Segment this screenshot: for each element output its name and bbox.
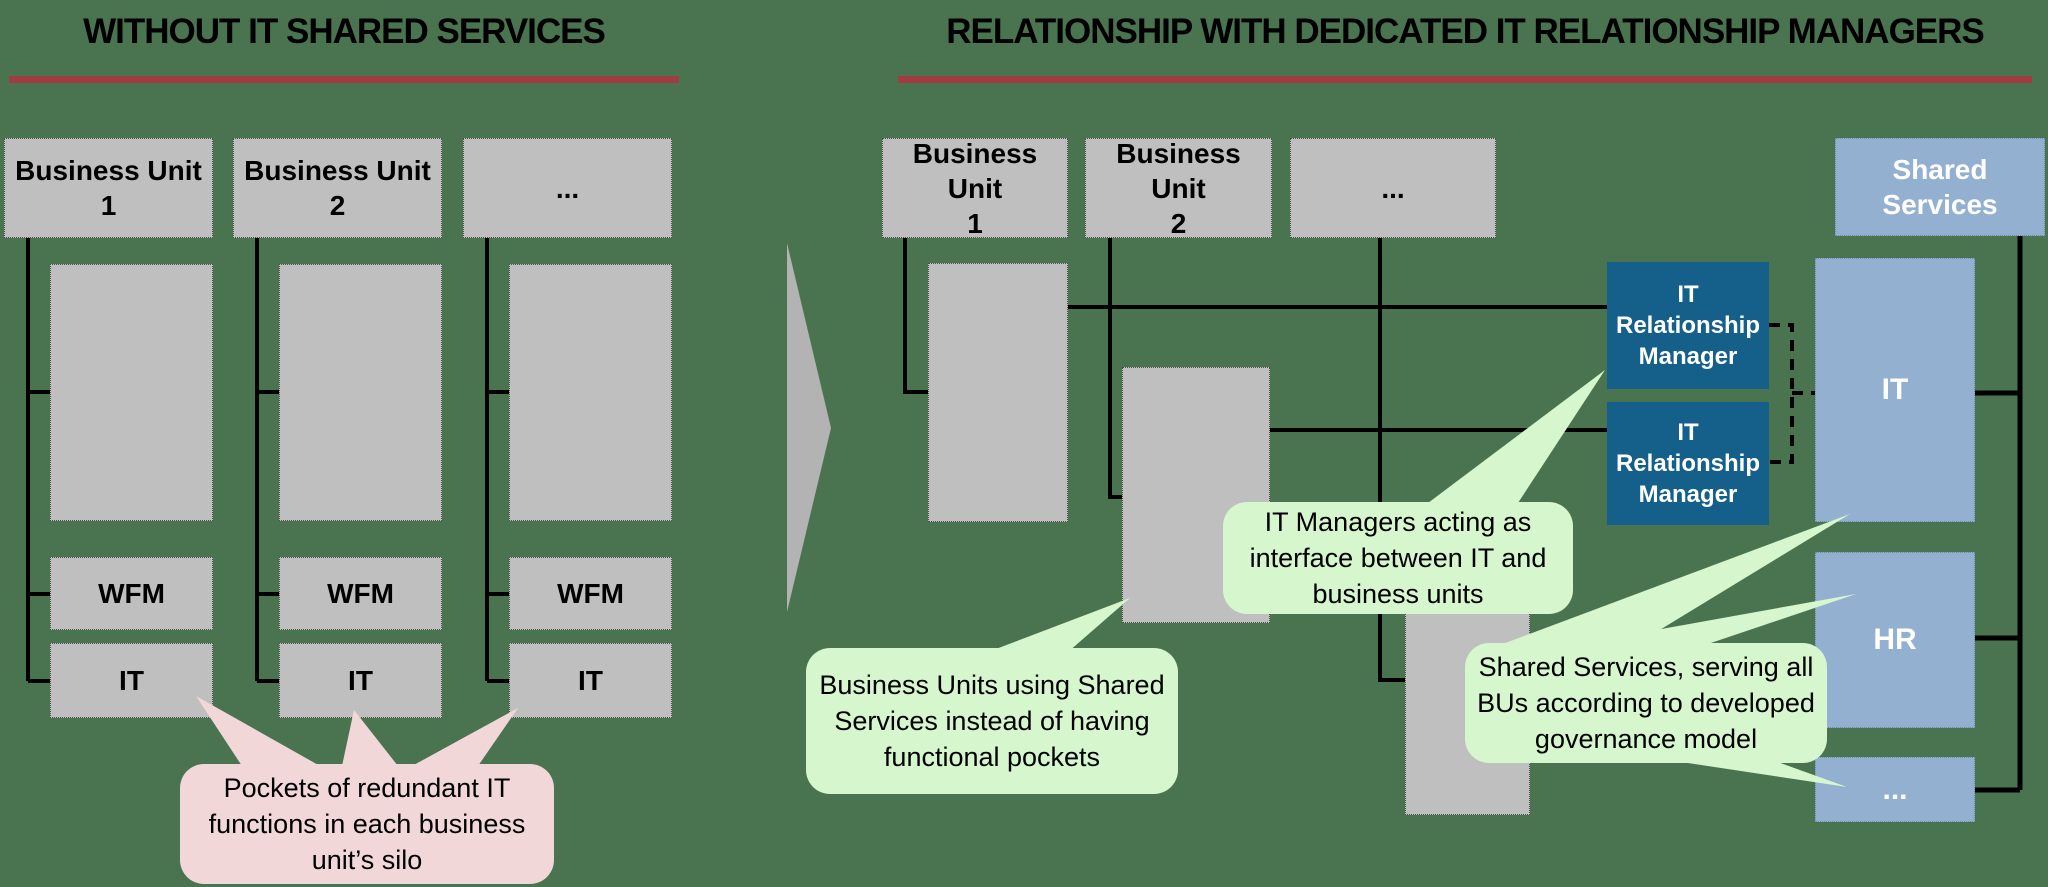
it-relationship-manager-2-box: IT Relationship Manager <box>1607 402 1769 525</box>
pink-callout-tail-2 <box>342 710 398 766</box>
left-bu1-wfm-box: WFM <box>50 557 213 630</box>
it-relationship-manager-1-box: IT Relationship Manager <box>1607 262 1769 389</box>
right-title-underline <box>898 76 2032 83</box>
green-callout-it-managers: IT Managers acting as interface between … <box>1223 502 1573 614</box>
left-bu3-wfm-box: WFM <box>509 557 672 630</box>
left-bu2-it-box: IT <box>279 643 442 718</box>
shared-services-header: Shared Services <box>1835 138 2045 236</box>
shared-services-hr-box: HR <box>1815 552 1975 728</box>
left-bu3-it-box: IT <box>509 643 672 718</box>
right-panel-title: RELATIONSHIP WITH DEDICATED IT RELATIONS… <box>946 12 1985 51</box>
left-bu1-function-box <box>50 264 213 521</box>
left-panel-title: WITHOUT IT SHARED SERVICES <box>83 12 606 51</box>
right-bu3-header: ... <box>1290 138 1496 238</box>
shared-services-spine <box>1975 234 2023 793</box>
shared-services-it-box: IT <box>1815 258 1975 522</box>
org-connector-left-col2 <box>255 238 281 683</box>
green-callout-tail-ss-hr <box>1556 594 1856 648</box>
right-bu2-header: Business Unit 2 <box>1085 138 1272 239</box>
green-callout-tail-bu <box>988 598 1130 652</box>
dashed-link-itrm-to-it <box>1769 323 1816 464</box>
left-bu1-it-box: IT <box>50 643 213 718</box>
pink-callout-pockets: Pockets of redundant IT functions in eac… <box>180 764 554 884</box>
left-bu1-header: Business Unit 1 <box>4 138 213 238</box>
org-connector-left-col1 <box>26 238 52 683</box>
org-connector-left-col3 <box>485 238 511 683</box>
left-bu2-function-box <box>279 264 442 521</box>
right-bu1-header: Business Unit 1 <box>882 138 1068 239</box>
left-title-underline <box>9 76 679 83</box>
left-bu2-wfm-box: WFM <box>279 557 442 630</box>
right-bu1-function-box <box>928 263 1068 522</box>
left-bu3-function-box <box>509 264 672 521</box>
green-callout-shared-services: Shared Services, serving all BUs accordi… <box>1465 643 1827 763</box>
org-connector-right-bu1 <box>903 238 930 394</box>
left-bu3-header: ... <box>463 138 672 238</box>
left-bu2-header: Business Unit 2 <box>233 138 442 238</box>
transition-arrow-icon <box>787 243 831 612</box>
green-callout-business-units: Business Units using Shared Services ins… <box>806 648 1178 794</box>
green-callout-tail-itm <box>1424 370 1605 506</box>
shared-services-other-box: ... <box>1815 757 1975 822</box>
